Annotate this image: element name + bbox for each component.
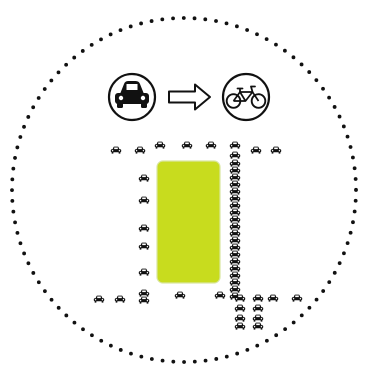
parked-car-icon <box>139 197 149 204</box>
parked-car-icon <box>230 142 240 149</box>
parked-car-icon <box>230 258 240 265</box>
parked-car-icon <box>230 237 240 244</box>
parked-car-icon <box>230 216 240 223</box>
parked-car-icon <box>230 251 240 258</box>
car-icon <box>109 74 155 120</box>
parked-car-icon <box>230 244 240 251</box>
parked-car-icon <box>230 160 240 167</box>
parking-column-left <box>139 175 149 304</box>
parked-car-icon <box>206 142 216 149</box>
parking-row-top <box>111 142 281 159</box>
parked-car-icon <box>235 305 245 312</box>
parked-car-icon <box>175 292 185 299</box>
parked-car-icon <box>268 295 278 302</box>
parked-car-icon <box>235 315 245 322</box>
bicycle-icon <box>223 74 269 120</box>
parked-car-icon <box>230 209 240 216</box>
parking-column-right <box>230 160 240 300</box>
parked-car-icon <box>230 188 240 195</box>
parked-car-icon <box>115 296 125 303</box>
parked-car-icon <box>94 296 104 303</box>
parked-car-icon <box>182 142 192 149</box>
parked-car-icon <box>139 290 149 297</box>
parked-car-icon <box>230 230 240 237</box>
parked-car-icon <box>253 315 263 322</box>
parked-car-icon <box>230 195 240 202</box>
parked-car-icon <box>230 167 240 174</box>
parked-car-icon <box>253 323 263 330</box>
parked-car-icon <box>230 272 240 279</box>
parking-row-bottom <box>94 292 302 312</box>
parked-car-icon <box>135 147 145 154</box>
parked-car-icon <box>230 223 240 230</box>
parked-car-icon <box>230 152 240 159</box>
parking-cluster-bottom <box>235 315 263 330</box>
parked-car-icon <box>230 279 240 286</box>
parked-car-icon <box>139 269 149 276</box>
parked-car-icon <box>292 295 302 302</box>
parked-car-icon <box>230 265 240 272</box>
parked-car-icon <box>215 292 225 299</box>
parked-car-icon <box>230 202 240 209</box>
parked-car-icon <box>111 147 121 154</box>
parked-car-icon <box>230 174 240 181</box>
plaza-block <box>157 161 220 283</box>
parked-car-icon <box>139 243 149 250</box>
parked-car-icon <box>251 147 261 154</box>
parked-car-icon <box>253 305 263 312</box>
parked-car-icon <box>253 295 263 302</box>
parked-car-icon <box>230 181 240 188</box>
parked-car-icon <box>271 147 281 154</box>
parked-car-icon <box>139 225 149 232</box>
parked-car-icon <box>235 323 245 330</box>
parked-car-icon <box>139 175 149 182</box>
parked-car-icon <box>139 297 149 304</box>
parked-car-icon <box>230 286 240 293</box>
arrow-right-icon <box>169 85 210 110</box>
parked-car-icon <box>155 142 165 149</box>
